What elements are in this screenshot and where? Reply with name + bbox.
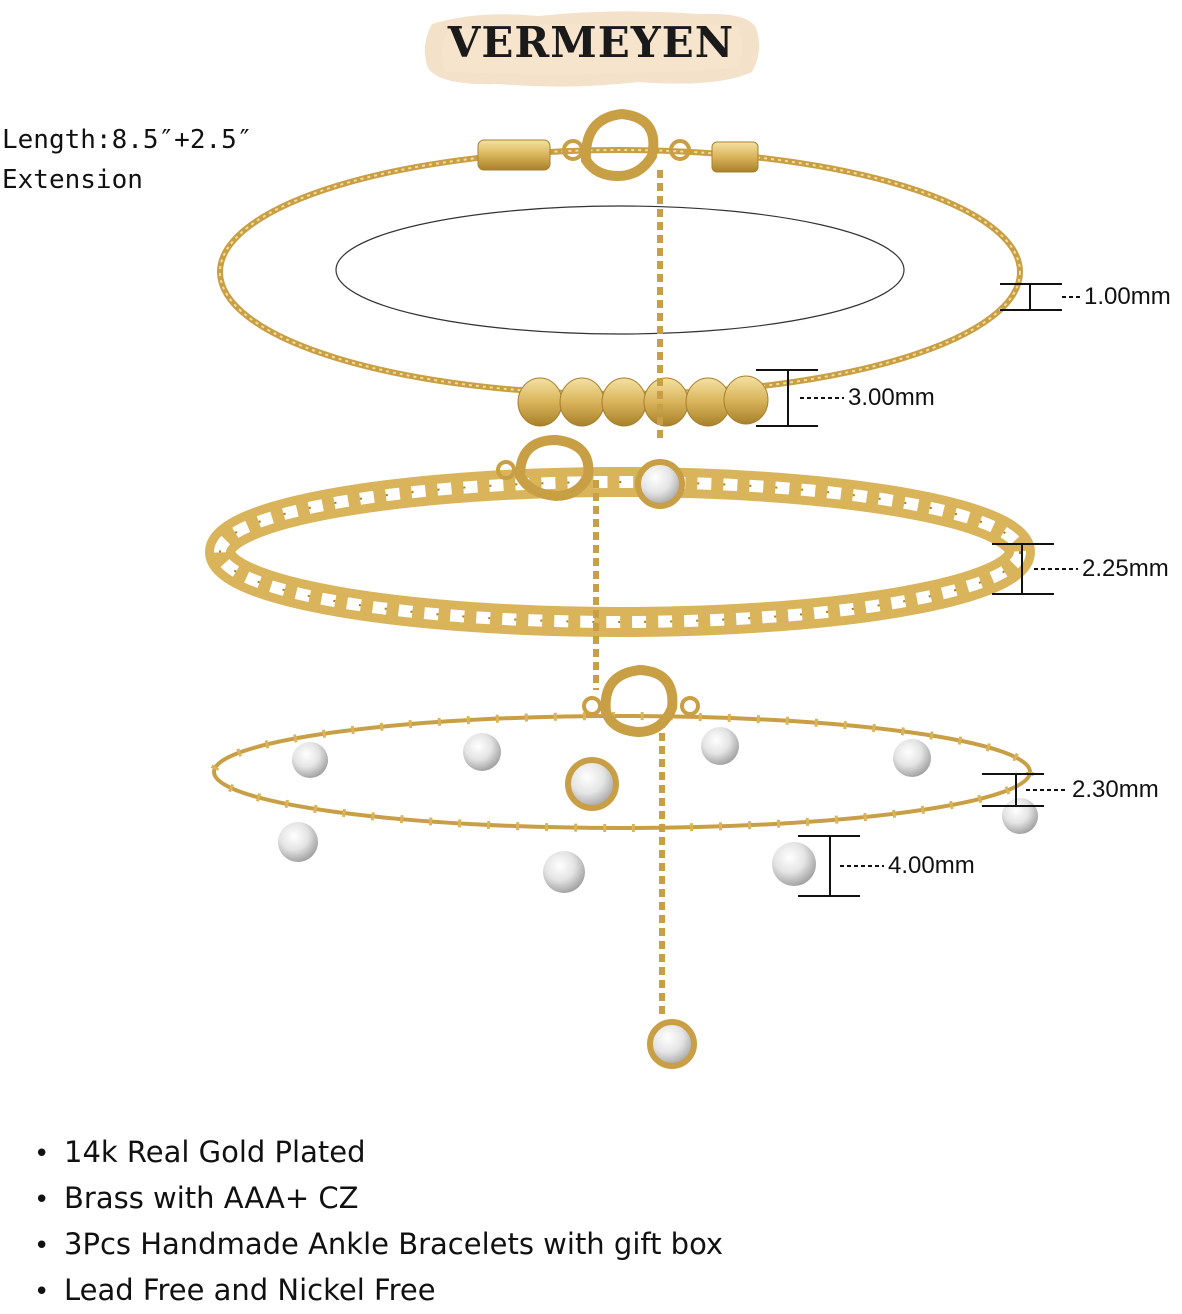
length-line: Length:8.5″+2.5″ [2, 125, 253, 155]
bullet-icon: • [34, 1277, 50, 1307]
length-info: Length:8.5″+2.5″ Extension [2, 120, 252, 200]
satellite-cz-bracelet [210, 664, 1038, 1069]
bullet-icon: • [34, 1231, 50, 1261]
dimension-label-beads: 3.00mm [848, 384, 935, 411]
gold-beads [517, 375, 769, 427]
feature-item: •3Pcs Handmade Ankle Bracelets with gift… [34, 1222, 723, 1268]
feature-list: •14k Real Gold Plated •Brass with AAA+ C… [34, 1130, 723, 1314]
bullet-icon: • [34, 1139, 50, 1169]
bracelet-product-illustration [205, 108, 1082, 1069]
dimension-markers [756, 283, 1082, 897]
box-chain-bracelet [217, 108, 1023, 440]
extension-line: Extension [2, 165, 143, 195]
dimension-label-box-chain: 1.00mm [1084, 283, 1171, 310]
dimension-label-mariner-chain: 2.25mm [1082, 555, 1169, 582]
brand-banner-background [424, 11, 760, 87]
feature-item: •14k Real Gold Plated [34, 1130, 723, 1176]
brand-logo: VERMEYEN [447, 18, 735, 67]
dimension-label-satellite-chain: 2.30mm [1072, 776, 1159, 803]
feature-item: •Lead Free and Nickel Free [34, 1268, 723, 1314]
bullet-icon: • [34, 1185, 50, 1215]
dimension-label-cz-stone: 4.00mm [888, 852, 975, 879]
feature-item: •Brass with AAA+ CZ [34, 1176, 723, 1222]
mariner-chain-bracelet [205, 434, 1035, 690]
